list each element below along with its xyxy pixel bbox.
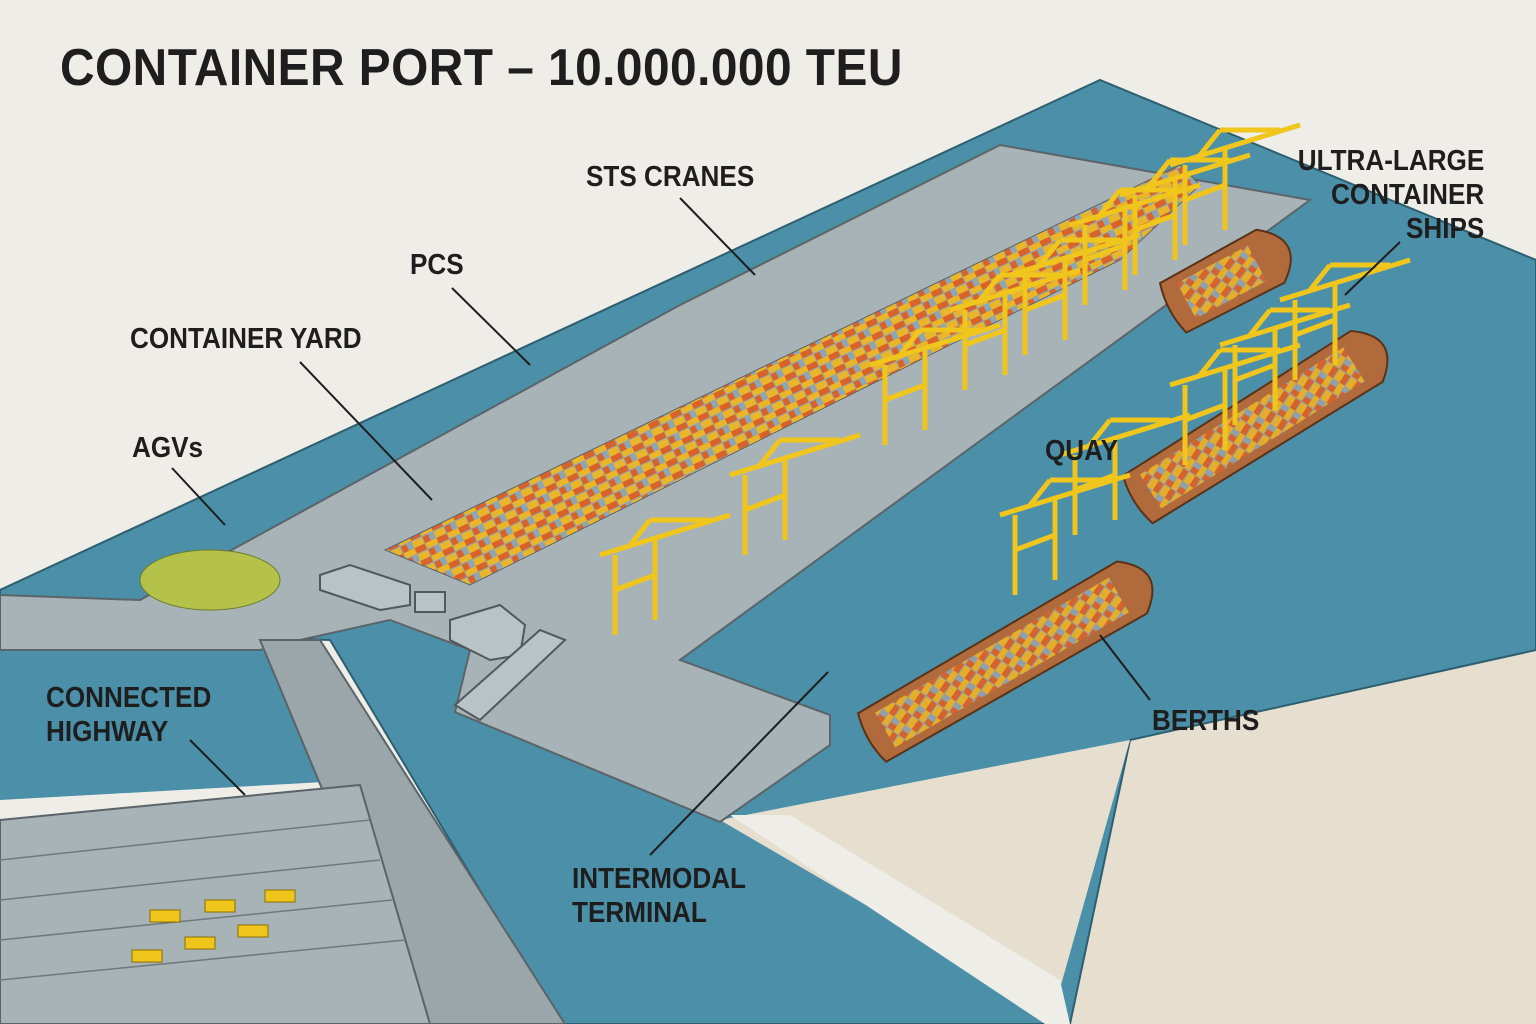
cranes	[599, 122, 1411, 635]
sts-crane	[1009, 232, 1141, 355]
sts-crane	[1169, 122, 1301, 245]
label-container-yard: CONTAINER YARD	[130, 323, 362, 355]
label-line: CONTAINER	[1330, 179, 1484, 211]
label-intermodal-terminal: INTERMODAL TERMINAL	[572, 862, 746, 930]
ship	[1158, 228, 1292, 334]
trucks	[131, 889, 296, 963]
beige-corner-fix	[720, 740, 1130, 1024]
sts-crane	[729, 432, 861, 555]
label-sts-cranes: STS CRANES	[586, 161, 755, 193]
label-line: SHIPS	[1405, 213, 1484, 245]
label-connected-highway: CONNECTED HIGHWAY	[46, 681, 211, 749]
label-line: ULTRA-LARGE	[1297, 145, 1484, 177]
label-line: INTERMODAL	[572, 863, 746, 895]
label-line: TERMINAL	[572, 897, 707, 929]
leader-lines	[171, 197, 1401, 856]
sts-crane	[869, 322, 1001, 445]
highway-lanes	[0, 819, 406, 981]
label-line: HIGHWAY	[46, 716, 169, 748]
ship	[856, 560, 1154, 763]
label-quay: QUAY	[1045, 435, 1119, 467]
sts-crane	[1059, 412, 1191, 535]
sts-crane	[1279, 257, 1411, 380]
label-ultra-large-ships: ULTRA-LARGE CONTAINER SHIPS	[1297, 144, 1484, 246]
beige-strip	[730, 815, 1070, 1024]
label-berths: BERTHS	[1152, 705, 1260, 737]
ship	[1121, 329, 1389, 525]
sts-crane	[1219, 302, 1351, 425]
buildings	[319, 563, 567, 722]
ships	[856, 228, 1389, 763]
sts-crane	[1169, 342, 1301, 465]
water-left	[0, 630, 360, 800]
sts-crane	[599, 512, 731, 635]
page-title: CONTAINER PORT – 10.000.000 TEU	[60, 39, 903, 97]
label-agvs: AGVs	[132, 432, 204, 464]
label-pcs: PCS	[410, 249, 464, 281]
roundabout	[139, 549, 281, 611]
label-line: CONNECTED	[46, 682, 212, 714]
